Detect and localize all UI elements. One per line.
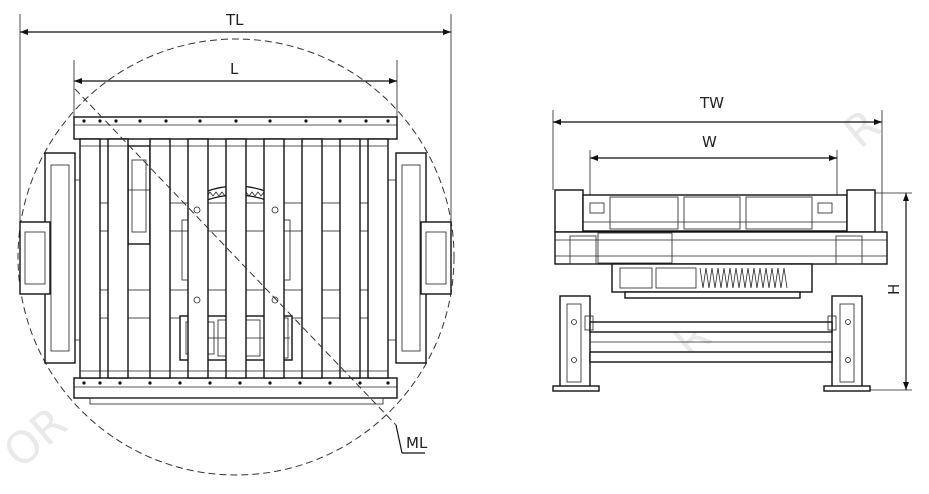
turning-circle: [17, 38, 455, 476]
dimension-l: L: [73, 60, 398, 118]
rail-rivets: [82, 119, 390, 385]
dimension-ml-label: ML: [406, 434, 428, 452]
dimension-h-label: H: [885, 284, 903, 295]
dimension-w: W: [589, 133, 838, 195]
roller-slats: [79, 138, 389, 379]
top-view: TL L: [17, 11, 455, 476]
upper-frame: [554, 189, 876, 233]
slewing-ring: [611, 263, 813, 299]
actuator: [127, 145, 151, 245]
dimension-tw-label: TW: [699, 94, 724, 112]
base-stand: [552, 295, 871, 392]
dimension-w-label: W: [702, 133, 717, 151]
svg-text:OR: OR: [0, 397, 77, 478]
side-frame-left: [19, 152, 100, 364]
dimension-l-label: L: [230, 60, 239, 78]
side-view: TW W H: [552, 94, 912, 392]
dimension-tl-label: TL: [225, 11, 244, 29]
dimension-ml: ML: [74, 88, 428, 454]
side-frame-right: [371, 152, 452, 364]
dimension-tl: TL: [19, 11, 452, 235]
bottom-rail: [73, 377, 398, 399]
dimension-tw: TW: [552, 94, 883, 235]
middle-beam: [554, 231, 888, 265]
